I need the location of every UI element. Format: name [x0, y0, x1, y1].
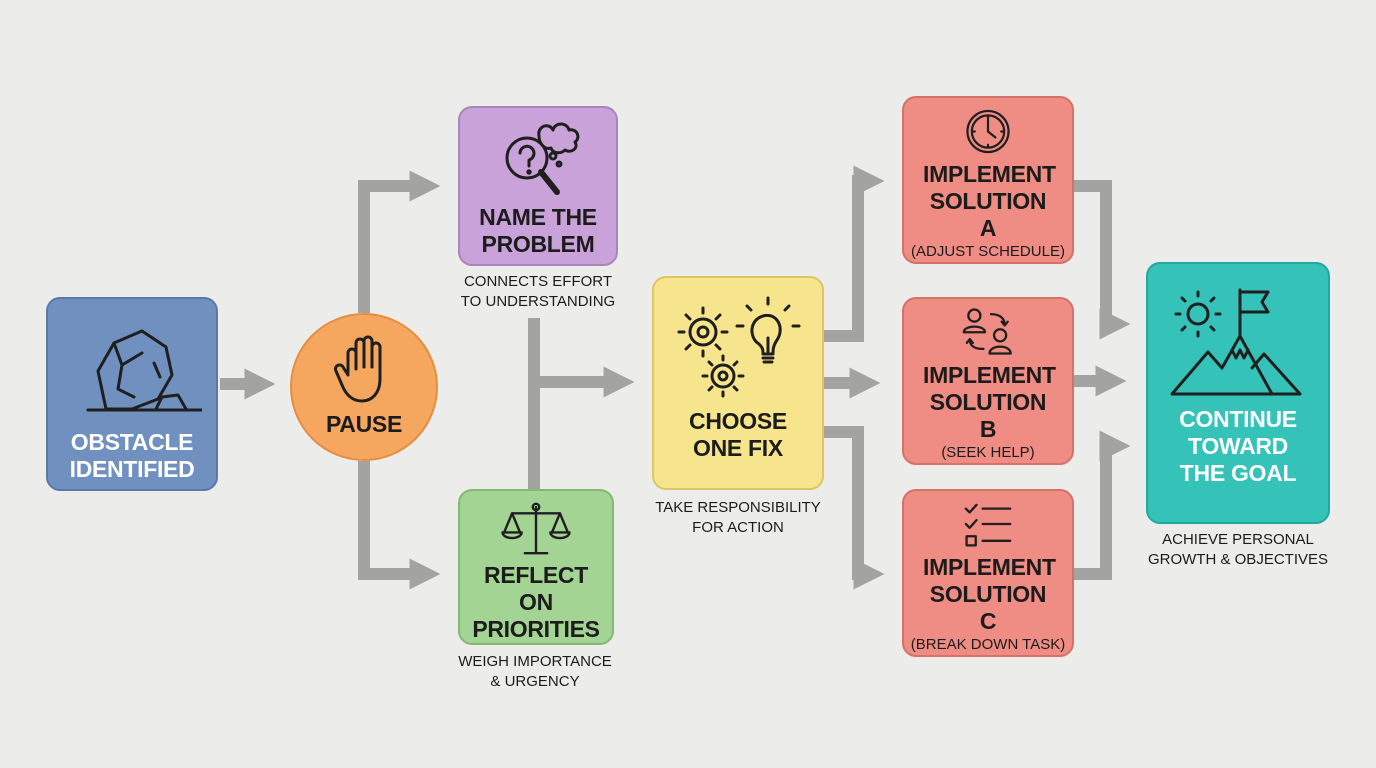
node-reflect-on-priorities: REFLECT ON PRIORITIES [458, 489, 614, 645]
solution-c-title: IMPLEMENT SOLUTION C [923, 554, 1056, 634]
node-continue-toward-the-goal: CONTINUE TOWARD THE GOAL [1146, 262, 1330, 524]
arrow-sol-c-to-goal [1074, 430, 1131, 580]
node-implement-solution-a: IMPLEMENT SOLUTION A (ADJUST SCHEDULE) [902, 96, 1074, 264]
node-implement-solution-c: IMPLEMENT SOLUTION C (BREAK DOWN TASK) [902, 489, 1074, 657]
gears-lightbulb-icon [677, 296, 801, 398]
solution-a-title: IMPLEMENT SOLUTION A [923, 161, 1056, 241]
mountain-flag-icon [1170, 288, 1302, 396]
solution-a-sub: (ADJUST SCHEDULE) [911, 243, 1065, 260]
hand-stop-icon [334, 335, 382, 403]
pause-title: PAUSE [325, 411, 403, 437]
reflect-title: REFLECT ON PRIORITIES [472, 562, 600, 642]
rock-icon [86, 329, 202, 412]
clock-icon [966, 109, 1010, 154]
node-pause: PAUSE [290, 313, 438, 461]
arrow-choose-to-sol-c [824, 426, 885, 590]
arrow-choose-to-sol-a [824, 165, 885, 342]
choose-caption: TAKE RESPONSIBILITY FOR ACTION [655, 499, 821, 536]
obstacle-title: OBSTACLE IDENTIFIED [69, 429, 195, 482]
people-exchange-icon [962, 308, 1012, 355]
arrow-pause-to-name [358, 170, 441, 313]
solution-b-title: IMPLEMENT SOLUTION B [923, 362, 1056, 442]
checklist-icon [964, 503, 1012, 547]
arrow-pause-to-reflect [358, 461, 441, 590]
choose-title: CHOOSE ONE FIX [689, 408, 787, 461]
node-name-the-problem: NAME THE PROBLEM [458, 106, 618, 266]
goal-title: CONTINUE TOWARD THE GOAL [1179, 406, 1297, 486]
solution-b-sub: (SEEK HELP) [941, 444, 1035, 461]
name-the-problem-title: NAME THE PROBLEM [479, 204, 597, 257]
reflect-caption: WEIGH IMPORTANCE & URGENCY [458, 653, 612, 690]
solution-c-sub: (BREAK DOWN TASK) [910, 636, 1066, 653]
arrow-sol-a-to-goal [1074, 180, 1131, 340]
balance-scale-icon [501, 502, 571, 555]
node-choose-one-fix: CHOOSE ONE FIX [652, 276, 824, 490]
name-the-problem-caption: CONNECTS EFFORT TO UNDERSTANDING [460, 273, 616, 310]
goal-caption: ACHIEVE PERSONAL GROWTH & OBJECTIVES [1147, 531, 1328, 568]
magnifier-question-icon [505, 122, 580, 195]
node-obstacle-identified: OBSTACLE IDENTIFIED [46, 297, 218, 491]
node-implement-solution-b: IMPLEMENT SOLUTION B (SEEK HELP) [902, 297, 1074, 465]
